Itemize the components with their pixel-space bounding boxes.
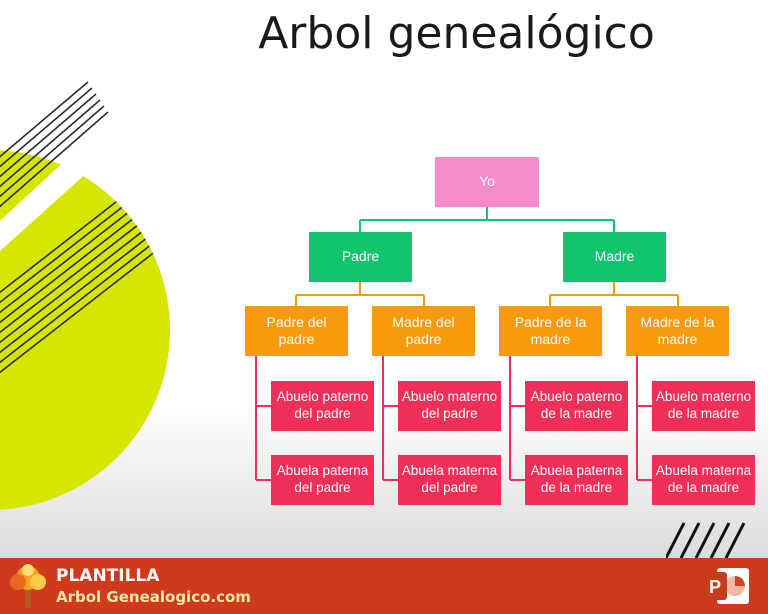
node-abuelo-materno-del-padre: Abuelo materno del padre bbox=[398, 381, 501, 431]
node-padre: Padre bbox=[309, 232, 412, 282]
footer-brand-line1: PLANTILLA bbox=[56, 566, 160, 586]
slide: Arbol genealógico bbox=[0, 0, 768, 558]
powerpoint-icon: P bbox=[703, 568, 749, 604]
page-title: Arbol genealógico bbox=[258, 8, 655, 59]
footer-brand-line2: Arbol Genealogico.com bbox=[56, 588, 251, 606]
tree-logo-icon bbox=[10, 564, 46, 608]
node-madre-del-padre: Madre del padre bbox=[372, 306, 475, 356]
decorative-slashes bbox=[666, 522, 746, 558]
decorative-circle bbox=[0, 81, 170, 510]
tree-connectors bbox=[255, 207, 679, 481]
node-abuela-paterna-del-padre: Abuela paterna del padre bbox=[271, 455, 374, 505]
node-padre-del-padre: Padre del padre bbox=[245, 306, 348, 356]
node-madre: Madre bbox=[563, 232, 666, 282]
node-madre-de-la-madre: Madre de la madre bbox=[626, 306, 729, 356]
node-yo: Yo bbox=[435, 157, 539, 207]
node-abuela-paterna-de-la-madre: Abuela paterna de la madre bbox=[525, 455, 628, 505]
footer-banner: PLANTILLA Arbol Genealogico.com P bbox=[0, 558, 768, 614]
node-abuelo-paterno-de-la-madre: Abuelo paterno de la madre bbox=[525, 381, 628, 431]
node-abuela-materna-de-la-madre: Abuela materna de la madre bbox=[652, 455, 755, 505]
node-abuela-materna-del-padre: Abuela materna del padre bbox=[398, 455, 501, 505]
node-padre-de-la-madre: Padre de la madre bbox=[499, 306, 602, 356]
node-abuelo-paterno-del-padre: Abuelo paterno del padre bbox=[271, 381, 374, 431]
node-abuelo-materno-de-la-madre: Abuelo materno de la madre bbox=[652, 381, 755, 431]
svg-text:P: P bbox=[709, 577, 721, 597]
